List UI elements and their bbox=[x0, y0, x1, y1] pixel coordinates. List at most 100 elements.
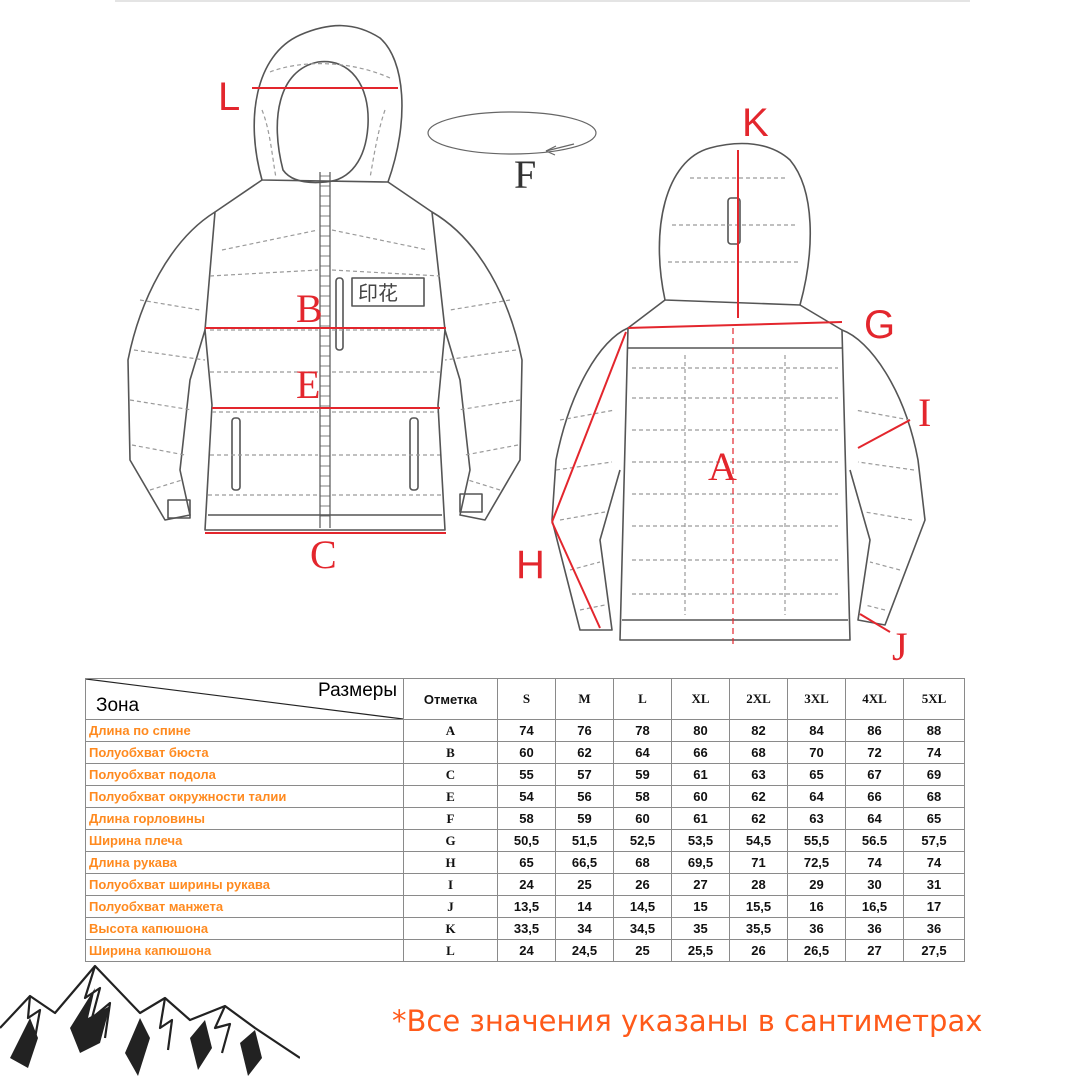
value-cell: 16,5 bbox=[845, 895, 904, 918]
back-jacket bbox=[551, 142, 926, 641]
value-cell: 50,5 bbox=[497, 829, 556, 852]
value-cell: 26 bbox=[729, 939, 788, 962]
value-cell: 24,5 bbox=[555, 939, 614, 962]
header-size: L bbox=[613, 678, 672, 720]
label-l: L bbox=[218, 75, 240, 119]
mark-cell: J bbox=[403, 895, 498, 918]
mark-cell: A bbox=[403, 719, 498, 742]
label-g: G bbox=[864, 303, 895, 347]
back-left-sleeve bbox=[551, 327, 629, 631]
value-cell: 35,5 bbox=[729, 917, 788, 940]
value-cell: 74 bbox=[903, 851, 965, 874]
mark-cell: K bbox=[403, 917, 498, 940]
value-cell: 64 bbox=[787, 785, 846, 808]
neck-diagram-f bbox=[427, 111, 597, 156]
value-cell: 74 bbox=[903, 741, 965, 764]
value-cell: 64 bbox=[613, 741, 672, 764]
value-cell: 59 bbox=[613, 763, 672, 786]
measure-line-g bbox=[627, 321, 843, 329]
value-cell: 55 bbox=[497, 763, 556, 786]
value-cell: 66 bbox=[845, 785, 904, 808]
mark-cell: E bbox=[403, 785, 498, 808]
value-cell: 27 bbox=[845, 939, 904, 962]
zone-name: Полуобхват подола bbox=[85, 763, 404, 786]
header-zone: Зона bbox=[96, 695, 140, 716]
measure-line-h-upper bbox=[551, 331, 627, 523]
value-cell: 36 bbox=[787, 917, 846, 940]
front-right-cuff-tab bbox=[459, 493, 483, 513]
value-cell: 76 bbox=[555, 719, 614, 742]
zone-name: Полуобхват манжета bbox=[85, 895, 404, 918]
value-cell: 27,5 bbox=[903, 939, 965, 962]
value-cell: 69 bbox=[903, 763, 965, 786]
value-cell: 29 bbox=[787, 873, 846, 896]
header-size: 4XL bbox=[845, 678, 904, 720]
value-cell: 62 bbox=[729, 785, 788, 808]
value-cell: 72,5 bbox=[787, 851, 846, 874]
table-corner-cell: Зона Размеры bbox=[85, 678, 404, 720]
value-cell: 33,5 bbox=[497, 917, 556, 940]
header-size: XL bbox=[671, 678, 730, 720]
value-cell: 65 bbox=[497, 851, 556, 874]
value-cell: 34,5 bbox=[613, 917, 672, 940]
value-cell: 78 bbox=[613, 719, 672, 742]
value-cell: 54 bbox=[497, 785, 556, 808]
value-cell: 71 bbox=[729, 851, 788, 874]
value-cell: 66 bbox=[671, 741, 730, 764]
value-cell: 55,5 bbox=[787, 829, 846, 852]
front-right-sleeve bbox=[431, 211, 523, 521]
header-sizes: Размеры bbox=[318, 680, 397, 701]
mountains-illustration bbox=[0, 964, 300, 1076]
zone-name: Полуобхват бюста bbox=[85, 741, 404, 764]
value-cell: 84 bbox=[787, 719, 846, 742]
value-cell: 60 bbox=[671, 785, 730, 808]
back-quilting bbox=[555, 177, 915, 615]
measure-line-h-lower bbox=[551, 521, 601, 629]
mark-cell: L bbox=[403, 939, 498, 962]
value-cell: 26,5 bbox=[787, 939, 846, 962]
mark-cell: I bbox=[403, 873, 498, 896]
value-cell: 34 bbox=[555, 917, 614, 940]
value-cell: 15,5 bbox=[729, 895, 788, 918]
value-cell: 61 bbox=[671, 807, 730, 830]
value-cell: 59 bbox=[555, 807, 614, 830]
corner-diagonal bbox=[86, 679, 403, 719]
header-size: 3XL bbox=[787, 678, 846, 720]
value-cell: 57,5 bbox=[903, 829, 965, 852]
zone-name: Полуобхват ширины рукава bbox=[85, 873, 404, 896]
header-size: 2XL bbox=[729, 678, 788, 720]
value-cell: 36 bbox=[845, 917, 904, 940]
value-cell: 86 bbox=[845, 719, 904, 742]
zone-name: Ширина капюшона bbox=[85, 939, 404, 962]
front-jacket bbox=[127, 24, 523, 531]
value-cell: 63 bbox=[787, 807, 846, 830]
back-hood-tab bbox=[727, 197, 741, 245]
value-cell: 36 bbox=[903, 917, 965, 940]
value-cell: 13,5 bbox=[497, 895, 556, 918]
value-cell: 61 bbox=[671, 763, 730, 786]
value-cell: 74 bbox=[497, 719, 556, 742]
value-cell: 30 bbox=[845, 873, 904, 896]
back-right-sleeve bbox=[841, 329, 926, 626]
value-cell: 14 bbox=[555, 895, 614, 918]
header-size: S bbox=[497, 678, 556, 720]
value-cell: 58 bbox=[613, 785, 672, 808]
value-cell: 62 bbox=[555, 741, 614, 764]
front-print-text: 印花 bbox=[358, 281, 398, 305]
label-c: C bbox=[310, 532, 337, 577]
value-cell: 31 bbox=[903, 873, 965, 896]
value-cell: 17 bbox=[903, 895, 965, 918]
value-cell: 65 bbox=[787, 763, 846, 786]
header-size: 5XL bbox=[903, 678, 965, 720]
value-cell: 56.5 bbox=[845, 829, 904, 852]
value-cell: 70 bbox=[787, 741, 846, 764]
